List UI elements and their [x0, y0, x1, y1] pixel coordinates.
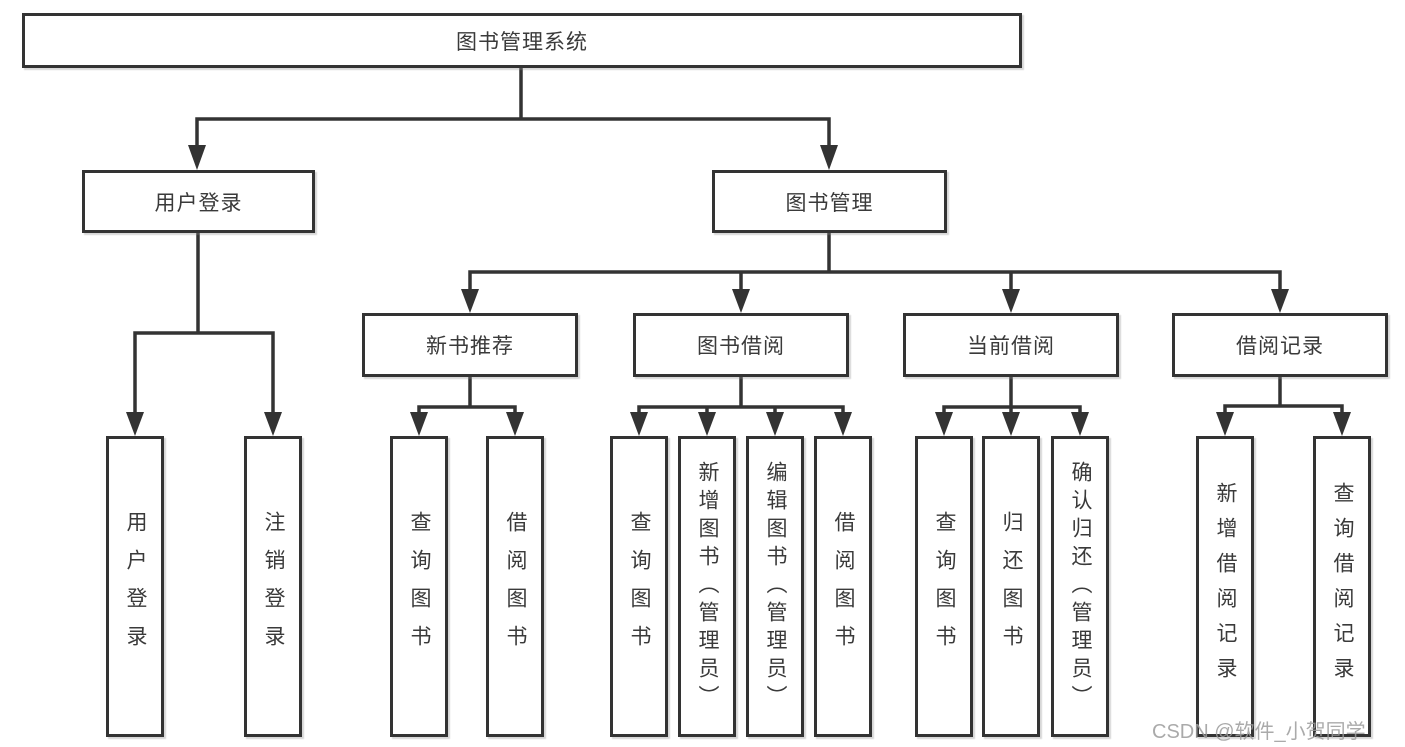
- node-book-borrow: 图书借阅: [633, 313, 849, 377]
- leaf-query-book-3-label: 查询图书: [933, 510, 956, 663]
- arrowhead: [630, 412, 648, 436]
- leaf-return-book-label: 归还图书: [1000, 510, 1023, 663]
- leaf-query-book-2: 查询图书: [610, 436, 668, 737]
- node-book-mgmt: 图书管理: [712, 170, 947, 233]
- arrowhead: [410, 412, 428, 436]
- node-root: 图书管理系统: [22, 13, 1022, 68]
- leaf-return-book: 归还图书: [982, 436, 1040, 737]
- leaf-edit-book-admin: 编辑图书（管理员）: [746, 436, 804, 737]
- leaf-add-borrow-record-label: 新增借阅记录: [1214, 481, 1237, 692]
- arrowhead: [834, 412, 852, 436]
- leaf-confirm-return-admin-label: 确认归还（管理员）: [1069, 460, 1092, 713]
- leaf-confirm-return-admin: 确认归还（管理员）: [1051, 436, 1109, 737]
- arrowhead: [1271, 289, 1289, 313]
- arrowhead: [766, 412, 784, 436]
- leaf-add-book-admin-label: 新增图书（管理员）: [696, 460, 719, 713]
- arrowhead: [1216, 412, 1234, 436]
- arrowhead: [188, 145, 206, 170]
- leaf-query-book-1: 查询图书: [390, 436, 448, 737]
- node-borrow-records-label: 借阅记录: [1236, 335, 1324, 358]
- arrowhead: [1071, 412, 1089, 436]
- leaf-query-borrow-record: 查询借阅记录: [1313, 436, 1371, 737]
- leaf-user-login: 用户登录: [106, 436, 164, 737]
- leaf-borrow-book-2-label: 借阅图书: [832, 510, 855, 663]
- leaf-logout-label: 注销登录: [262, 510, 285, 663]
- connector-book-mgmt: [468, 231, 1282, 293]
- arrowhead: [126, 412, 144, 436]
- leaf-borrow-book-1-label: 借阅图书: [504, 510, 527, 663]
- node-root-label: 图书管理系统: [456, 30, 588, 54]
- arrowhead: [264, 412, 282, 436]
- connector-current-borrow: [942, 375, 1082, 416]
- node-user-login-label: 用户登录: [154, 191, 243, 215]
- leaf-borrow-book-2: 借阅图书: [814, 436, 872, 737]
- node-book-borrow-label: 图书借阅: [697, 335, 785, 358]
- watermark: CSDN @软件_小贺同学: [1152, 721, 1366, 743]
- arrowhead: [698, 412, 716, 436]
- node-borrow-records: 借阅记录: [1172, 313, 1388, 377]
- node-current-borrow: 当前借阅: [903, 313, 1119, 377]
- connector-borrow-records: [1223, 375, 1344, 416]
- node-new-book-rec: 新书推荐: [362, 313, 578, 377]
- leaf-query-book-1-label: 查询图书: [408, 510, 431, 663]
- leaf-add-book-admin: 新增图书（管理员）: [678, 436, 736, 737]
- node-book-mgmt-label: 图书管理: [785, 191, 874, 215]
- arrowhead: [506, 412, 524, 436]
- leaf-add-borrow-record: 新增借阅记录: [1196, 436, 1254, 737]
- leaf-query-borrow-record-label: 查询借阅记录: [1331, 481, 1354, 692]
- leaf-borrow-book-1: 借阅图书: [486, 436, 544, 737]
- leaf-logout: 注销登录: [244, 436, 302, 737]
- node-user-login: 用户登录: [82, 170, 315, 233]
- leaf-edit-book-admin-label: 编辑图书（管理员）: [764, 460, 787, 713]
- arrowhead: [820, 145, 838, 170]
- node-new-book-rec-label: 新书推荐: [426, 335, 514, 358]
- arrowhead: [1002, 289, 1020, 313]
- leaf-user-login-label: 用户登录: [124, 510, 147, 663]
- connector-user-login: [133, 231, 275, 416]
- node-current-borrow-label: 当前借阅: [967, 335, 1055, 358]
- arrowhead: [1333, 412, 1351, 436]
- connector-book-borrow: [637, 375, 845, 416]
- connector-root: [195, 66, 831, 149]
- connector-new-book-rec: [417, 375, 517, 416]
- arrowhead: [935, 412, 953, 436]
- arrowhead: [461, 289, 479, 313]
- leaf-query-book-3: 查询图书: [915, 436, 973, 737]
- arrowhead: [1002, 412, 1020, 436]
- leaf-query-book-2-label: 查询图书: [628, 510, 651, 663]
- arrowhead: [732, 289, 750, 313]
